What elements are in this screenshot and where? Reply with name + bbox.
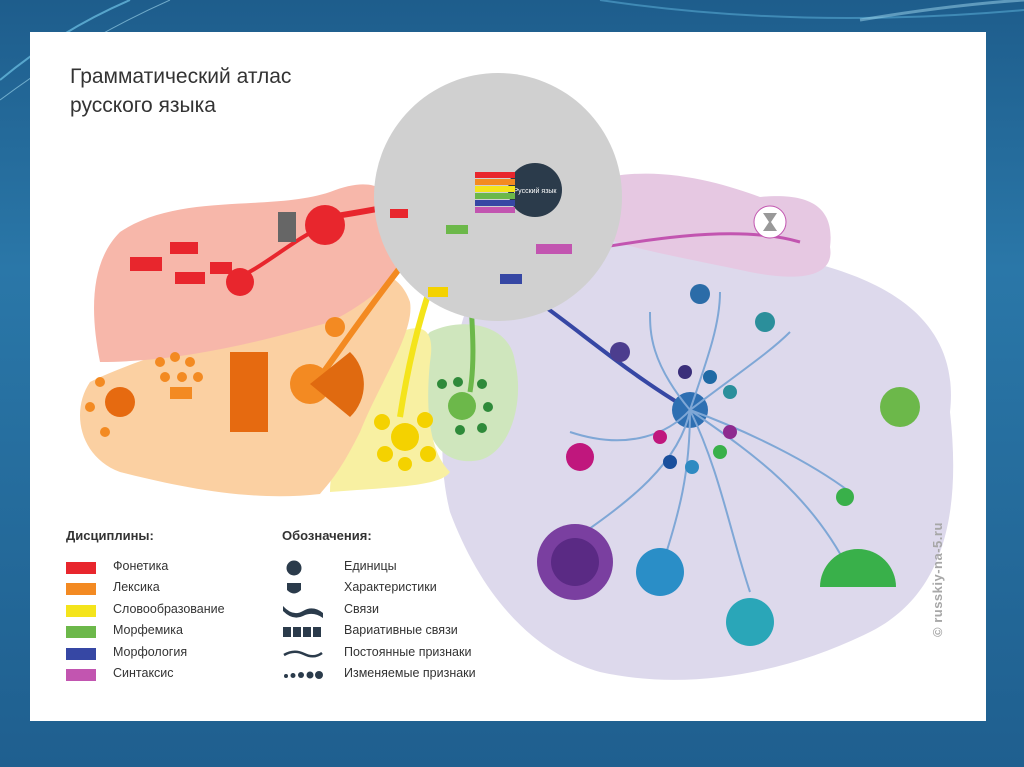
- wordformation-region: [330, 328, 450, 492]
- discipline-item-wordformation: Словообразование: [66, 601, 286, 622]
- discipline-item-lexics: Лексика: [66, 579, 286, 600]
- phonetics-sub-node[interactable]: [226, 268, 254, 296]
- wave-band-icon: [283, 605, 323, 618]
- morphemics-region: [421, 324, 519, 462]
- center-stack-yellow: [475, 186, 515, 192]
- morphemics-cluster: [437, 377, 493, 435]
- syntax-region: [590, 173, 831, 277]
- discipline-label: Синтаксис: [113, 665, 174, 680]
- center-label-box-green: [446, 225, 468, 234]
- morphology-swatch: [66, 647, 96, 660]
- lexics-cluster: [85, 352, 203, 437]
- russian-language-label: Русский язык: [513, 187, 557, 195]
- discipline-label: Фонетика: [113, 559, 169, 573]
- center-stack-purple: [475, 207, 515, 213]
- notation-label: Вариативные связи: [344, 623, 458, 638]
- center-stack-green: [475, 193, 515, 199]
- discipline-item-syntax: Синтаксис: [66, 665, 286, 686]
- circle-icon: [286, 560, 302, 576]
- page-title: Грамматический атлас русского языка: [70, 65, 292, 117]
- center-stack-blue: [475, 200, 515, 206]
- wordformation-swatch: [66, 604, 96, 617]
- slide: Русский язык: [30, 32, 986, 721]
- notation-item-units: Единицы: [282, 558, 542, 579]
- notation-label: Связи: [344, 601, 380, 616]
- center-stack-red: [475, 172, 515, 178]
- discipline-label: Морфемика: [113, 623, 183, 638]
- notation-item-variative-links: Вариативные связи: [282, 622, 542, 643]
- lexics-bar: [230, 352, 268, 432]
- notation-label: Постоянные признаки: [344, 644, 472, 659]
- dashed-band-icon: [283, 627, 321, 638]
- notation-item-constant-features: Постоянные признаки: [282, 644, 542, 665]
- discipline-item-phonetics: Фонетика: [66, 558, 286, 579]
- watermark: © russkiy-na-5.ru: [930, 522, 945, 637]
- disciplines-legend: Фонетика Лексика Словообразование Морфем…: [66, 558, 286, 686]
- thin-wave-icon: [283, 650, 323, 658]
- phonetics-swatch: [66, 562, 96, 574]
- russian-language-node[interactable]: [508, 163, 562, 217]
- notation-label: Единицы: [344, 559, 397, 573]
- discipline-label: Словообразование: [113, 601, 225, 616]
- discipline-item-morphology: Морфология: [66, 644, 286, 665]
- phonetics-card: [278, 212, 296, 242]
- discipline-label: Морфология: [113, 644, 188, 659]
- notation-item-changeable-features: Изменяемые признаки: [282, 665, 542, 686]
- lexics-upper-node[interactable]: [325, 317, 345, 337]
- discipline-label: Лексика: [113, 580, 160, 595]
- wordformation-cluster: [374, 412, 436, 471]
- phonetics-main-node[interactable]: [305, 205, 345, 245]
- morphology-nodes: [537, 284, 920, 646]
- notation-item-links: Связи: [282, 601, 542, 622]
- lexics-fan: [310, 352, 364, 417]
- hourglass-icon: [763, 213, 777, 231]
- notation-item-characteristics: Характеристики: [282, 579, 542, 600]
- morphemics-main-node[interactable]: [448, 392, 476, 420]
- shield-icon: [287, 583, 301, 594]
- grammar-atlas-diagram: Русский язык: [80, 73, 954, 680]
- notation-label: Изменяемые признаки: [344, 665, 476, 680]
- center-stack-orange: [475, 179, 515, 185]
- morphemics-swatch: [66, 626, 96, 639]
- syntax-swatch: [66, 668, 96, 681]
- center-label-box-red: [390, 209, 408, 218]
- center-label-box-yellow: [428, 287, 448, 297]
- discipline-item-morphemics: Морфемика: [66, 622, 286, 643]
- lexics-swatch: [66, 583, 96, 596]
- dotted-line-icon: [284, 670, 323, 679]
- lexics-left-node[interactable]: [105, 387, 135, 417]
- center-label-box-blue: [500, 274, 522, 284]
- notation-legend: Единицы Характеристики Связи Вариативные…: [282, 558, 542, 686]
- phonetics-cluster: [130, 242, 232, 284]
- notation-label: Характеристики: [344, 580, 437, 595]
- center-label-box-purple: [536, 244, 572, 254]
- disciplines-heading: Дисциплины:: [66, 528, 154, 543]
- notation-heading: Обозначения:: [282, 528, 372, 543]
